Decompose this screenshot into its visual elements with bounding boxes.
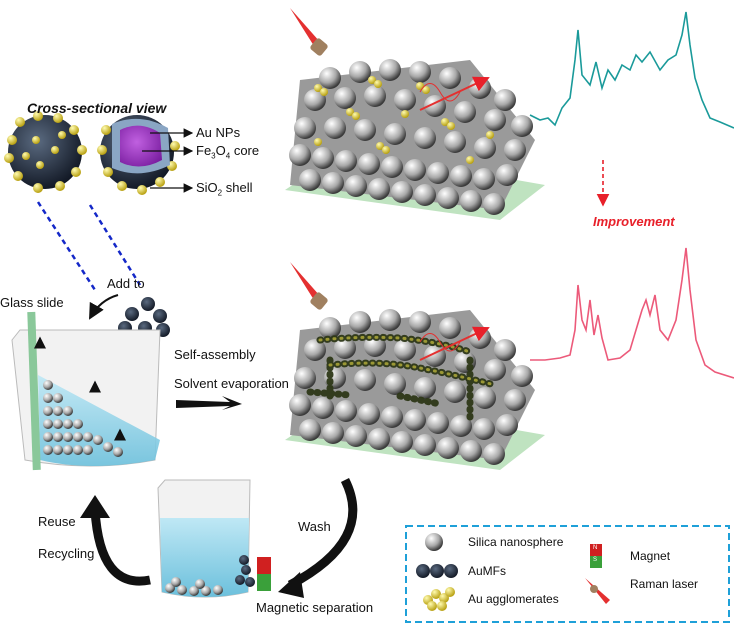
label-text: shell (222, 180, 253, 195)
legend-silica: Silica nanosphere (468, 535, 564, 549)
label-au-nps: Au NPs (196, 125, 241, 140)
legend-magnet: Magnet (630, 549, 671, 563)
au-agglomerate-icon (423, 587, 455, 611)
improvement-label: Improvement (593, 214, 675, 229)
dashed-links (36, 201, 142, 291)
label-text: Fe (196, 143, 212, 158)
label-pointers (142, 128, 194, 193)
wash-label: Wash (298, 519, 331, 534)
self-assembly-label: Self-assembly (174, 347, 256, 362)
spectrum-bottom (530, 247, 734, 379)
label-sub: 4 (225, 151, 231, 161)
legend-aumfs: AuMFs (468, 564, 507, 578)
reuse-label: Reuse (38, 514, 76, 529)
recycling-label: Recycling (38, 546, 95, 561)
glass-slide (27, 311, 41, 471)
magnetic-separation-label: Magnetic separation (256, 600, 374, 615)
label-text: O (215, 143, 226, 158)
beaker-assembly (11, 311, 161, 471)
solvent-evaporation-label: Solvent evaporation (174, 376, 289, 391)
separation-beaker (157, 479, 271, 598)
label-text: core (230, 143, 260, 158)
reuse-arrow (90, 509, 151, 586)
laser-icon (585, 578, 610, 604)
label-sub: 3 (211, 151, 216, 161)
legend-raman-laser: Raman laser (630, 577, 699, 591)
cross-section-title: Cross-sectional view (27, 100, 167, 116)
silica-sphere-icon (425, 533, 443, 551)
raman-laser-bottom (290, 262, 490, 361)
label-text: SiO (196, 180, 218, 195)
process-arrow (176, 396, 242, 410)
magnet-pole-n: N (593, 545, 598, 551)
add-to-arrow (89, 294, 119, 320)
legend-au-agglomerates: Au agglomerates (468, 592, 559, 606)
aumf-cluster-icon (416, 564, 458, 578)
substrate-bottom (285, 309, 545, 470)
aumf-sphere-whole (4, 111, 87, 193)
magnet-icon (590, 544, 602, 568)
spectrum-top (529, 11, 734, 129)
aumf-sphere-cross-section (97, 115, 180, 195)
label-sio2-shell: SiO2 shell (196, 180, 252, 198)
label-sub: 2 (217, 188, 223, 198)
magnet-pole-s: S (593, 557, 598, 563)
wash-arrow (287, 477, 358, 589)
raman-laser-top (290, 8, 490, 111)
substrate-top (285, 59, 545, 220)
label-fe3o4-core: Fe3O4 core (196, 143, 259, 161)
glass-slide-label: Glass slide (0, 295, 64, 310)
add-to-label: Add to (107, 276, 145, 291)
